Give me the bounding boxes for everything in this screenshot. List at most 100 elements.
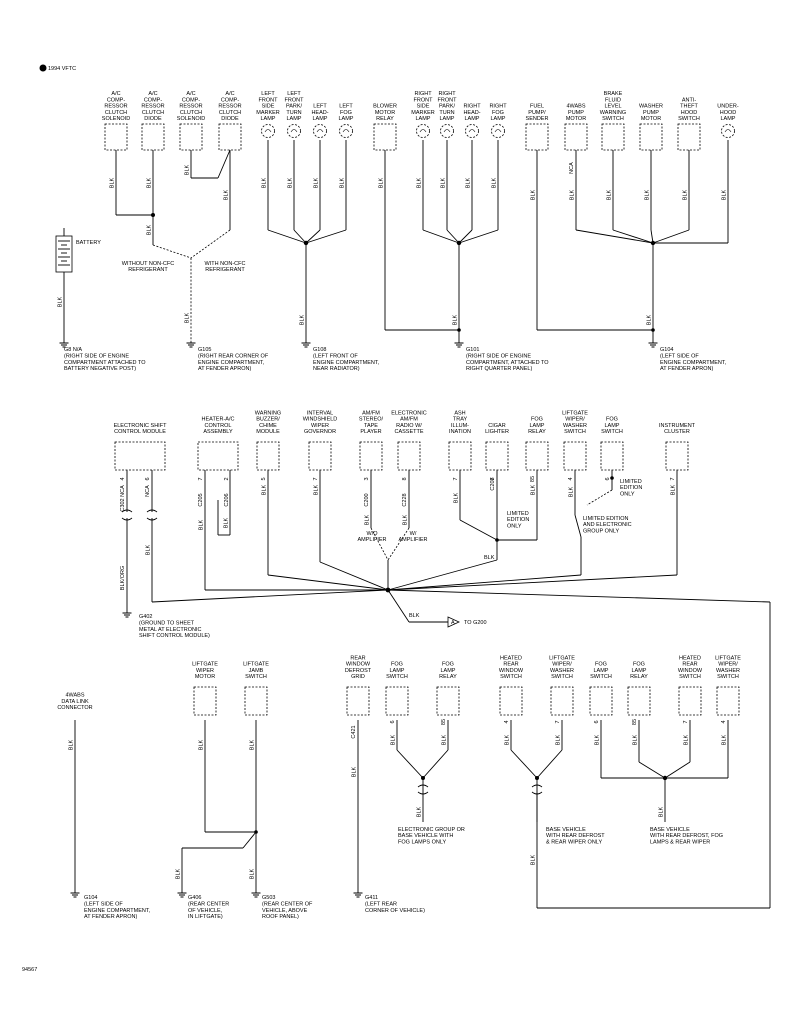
lamp-icon <box>287 124 301 138</box>
lamp-icon <box>261 124 275 138</box>
component-box <box>448 441 472 471</box>
wire-color-label: BLK <box>453 314 459 325</box>
wire-tag: 3 <box>364 477 370 480</box>
ground-symbol-g402 <box>122 612 132 618</box>
component-box <box>256 441 280 471</box>
lamp-icon <box>339 124 353 138</box>
wire-tag: 7 <box>670 477 676 480</box>
wire-color-label: BLK <box>146 544 152 555</box>
component-box <box>677 123 701 151</box>
wire-color-label: BLK <box>314 177 320 188</box>
wire-color-label: BLK <box>647 314 653 325</box>
component-box <box>179 123 203 151</box>
wire-color-label: BLK <box>391 734 397 745</box>
wire-tag: NCA <box>145 485 151 497</box>
wire-color-label: BLK <box>224 517 230 528</box>
component-box <box>104 123 128 151</box>
wire-color-label: BLK <box>505 734 511 745</box>
component-box <box>525 441 549 471</box>
wire-color-label: BLK <box>659 806 665 817</box>
wire-tag: NCA <box>120 485 126 497</box>
wire-tag: 4 <box>120 477 126 480</box>
ground-symbol-g104b <box>70 892 80 898</box>
wire-color-label: BLK <box>199 739 205 750</box>
wire-color-label: BLK <box>224 189 230 200</box>
component-box <box>665 441 689 471</box>
component-box <box>114 441 166 471</box>
wire-tag: C228 <box>402 493 408 506</box>
wire-color-label: BLK <box>556 734 562 745</box>
ground-symbol-g411 <box>353 892 363 898</box>
component-box <box>385 686 409 716</box>
component-box <box>601 123 625 151</box>
component-box <box>397 441 421 471</box>
to-g200-tag: A <box>451 620 455 626</box>
wire-tag: 7 <box>555 720 561 723</box>
wire-color-label: BLK <box>403 514 409 525</box>
wire-color-label: BLK <box>288 177 294 188</box>
wire-color-label: BLK <box>683 189 689 200</box>
battery-label: BATTERY <box>76 240 101 246</box>
wire-tag: 4 <box>568 477 574 480</box>
component-box <box>485 441 509 471</box>
ground-symbol-g104a <box>648 342 658 348</box>
wire-color-label: BLK <box>250 868 256 879</box>
wire-color-label: BLK <box>417 177 423 188</box>
ground-symbol-g108 <box>301 342 311 348</box>
wire-color-label: BLK <box>262 484 268 495</box>
wire-tag: 6 <box>390 720 396 723</box>
wire-color-label: BLK <box>58 296 64 307</box>
lamp-icon <box>440 124 454 138</box>
ground-symbol-g105 <box>186 342 196 348</box>
wire-tag: 6 <box>145 477 151 480</box>
component-box <box>308 441 332 471</box>
component-box <box>193 686 217 716</box>
component-box <box>525 123 549 151</box>
component-box <box>197 441 239 471</box>
wire-color-label: BLK <box>569 486 575 497</box>
wire-tag: 4 <box>504 720 510 723</box>
component-box <box>678 686 702 716</box>
wire-color-label: BLK <box>645 189 651 200</box>
wire-color-label: BLK <box>185 164 191 175</box>
wire-color-label: BLK <box>300 314 306 325</box>
wire-color-label: BLK <box>379 177 385 188</box>
wire-tag: C206 <box>224 493 230 506</box>
wire-color-label: BLK <box>417 806 423 817</box>
wire-color-label: BLK <box>722 189 728 200</box>
wire-color-label: BLK <box>340 177 346 188</box>
